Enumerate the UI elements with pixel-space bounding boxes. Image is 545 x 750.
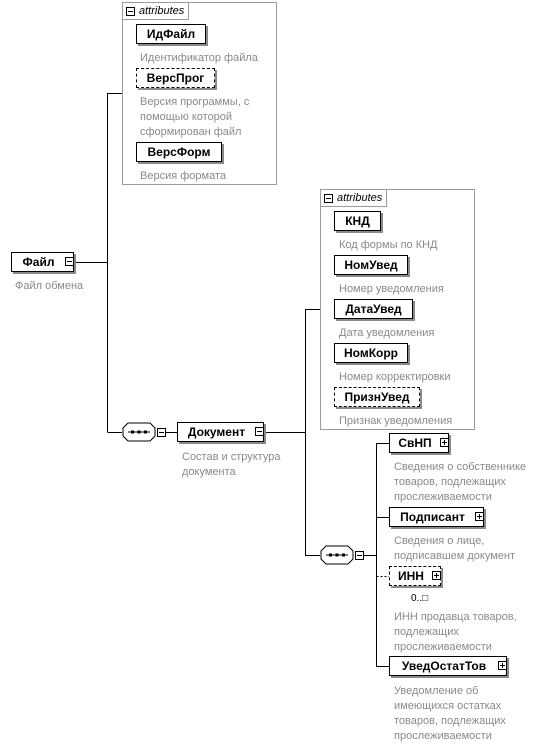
child-desc: Сведения о лице, подписавшем документ xyxy=(394,535,516,562)
attr-desc: Версия программы, с помощью которой сфор… xyxy=(140,96,250,138)
attr-node-priznuved[interactable]: ПризнУвед xyxy=(334,387,420,407)
expand-icon[interactable] xyxy=(475,512,484,521)
attr-node-idfile[interactable]: ИдФайл xyxy=(136,24,206,44)
cardinality-label: 0..□ xyxy=(411,593,429,604)
document-node[interactable]: Документ xyxy=(177,422,264,442)
collapse-icon[interactable] xyxy=(65,257,74,266)
collapse-icon[interactable] xyxy=(255,427,264,436)
child-node-svnp[interactable]: СвНП xyxy=(389,433,449,453)
attr-node-versform[interactable]: ВерсФорм xyxy=(136,142,222,162)
attr-desc: Версия формата xyxy=(140,170,226,182)
expand-icon[interactable] xyxy=(432,571,441,580)
child-desc: ИНН продавца товаров, подлежащих прослеж… xyxy=(394,611,517,653)
collapse-icon[interactable] xyxy=(157,428,166,437)
attr-desc: Дата уведомления xyxy=(339,327,435,339)
attributes-header-label: attributes xyxy=(337,192,383,204)
attr-desc: Код формы по КНД xyxy=(339,239,438,251)
attr-node-nomkorr[interactable]: НомКорр xyxy=(334,343,408,363)
child-desc: Сведения о собственнике товаров, подлежа… xyxy=(394,461,527,503)
root-node-file[interactable]: Файл xyxy=(11,252,74,272)
expand-icon[interactable] xyxy=(498,661,507,670)
child-node-uvedostattov[interactable]: УведОстатТов xyxy=(389,656,507,676)
attr-desc: Идентификатор файла xyxy=(140,52,258,64)
attr-node-nomuved[interactable]: НомУвед xyxy=(334,255,408,275)
document-desc: Состав и структура документа xyxy=(182,451,281,478)
attr-desc: Номер уведомления xyxy=(339,283,444,295)
root-desc: Файл обмена xyxy=(15,280,84,292)
expand-icon[interactable] xyxy=(440,438,449,447)
attr-desc: Признак уведомления xyxy=(339,415,453,427)
attr-node-datauved[interactable]: ДатаУвед xyxy=(334,299,413,319)
attr-node-versprog[interactable]: ВерсПрог xyxy=(136,68,215,88)
child-desc: Уведомление об имеющихся остатках товаро… xyxy=(394,685,506,742)
attributes-header[interactable]: attributes xyxy=(321,190,388,207)
collapse-icon[interactable] xyxy=(324,193,333,203)
child-node-podpisant[interactable]: Подписант xyxy=(389,507,484,527)
attr-node-knd[interactable]: КНД xyxy=(334,211,381,231)
sequence-compositor-icon[interactable] xyxy=(320,545,354,565)
child-node-inn[interactable]: ИНН xyxy=(389,566,441,586)
collapse-icon[interactable] xyxy=(126,6,135,16)
collapse-icon[interactable] xyxy=(355,551,364,560)
attributes-header-label: attributes xyxy=(139,5,185,17)
attributes-header[interactable]: attributes xyxy=(123,3,190,20)
attr-desc: Номер корректировки xyxy=(339,371,451,383)
sequence-compositor-icon[interactable] xyxy=(122,422,156,442)
